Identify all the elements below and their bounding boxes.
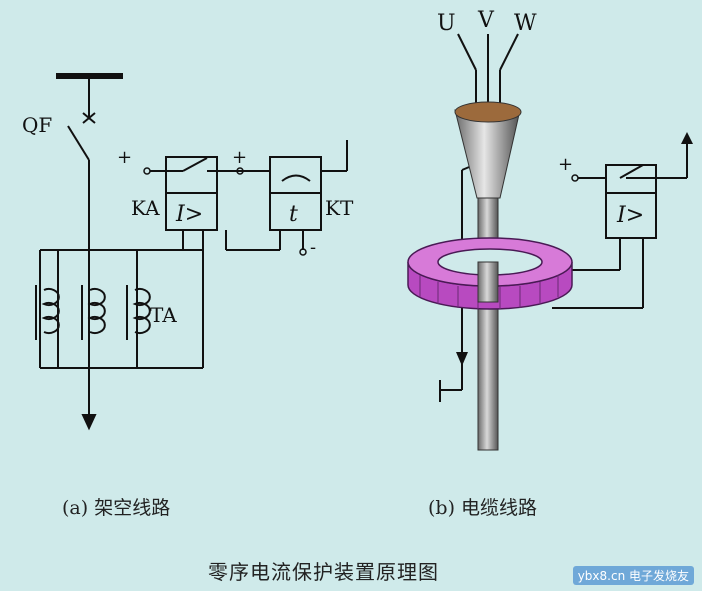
- kt-minus-sign: -: [310, 237, 316, 258]
- relay-plus-sign: +: [558, 154, 573, 175]
- kt-plus-terminal: [236, 167, 244, 175]
- ct-coil-3: [132, 288, 151, 334]
- ka-plus-sign: +: [117, 147, 132, 168]
- kt-label: KT: [325, 196, 354, 220]
- overhead-line-diagram: [39, 73, 348, 431]
- kt-minus-terminal: [299, 248, 307, 256]
- relay-current-symbol: I>: [616, 203, 644, 228]
- ct-coil-1: [41, 288, 60, 334]
- watermark-logo: ybx8.cn 电子发烧友: [572, 566, 694, 585]
- breaker-blade: [67, 125, 90, 161]
- cable-cone: [454, 109, 521, 199]
- ka-label: KA: [131, 196, 160, 220]
- caption-overhead-line: (a) 架空线路: [62, 497, 171, 519]
- feeder-arrow: [81, 414, 97, 431]
- caption-cable-line: (b) 电缆线路: [428, 497, 538, 519]
- ka-plus-terminal: [143, 167, 151, 175]
- phase-u-label: U: [437, 11, 456, 36]
- page-title: 零序电流保护装置原理图: [208, 560, 439, 584]
- ct-coil-2: [87, 288, 106, 334]
- kt-delay-contact: [281, 174, 311, 182]
- phase-w-label: W: [514, 11, 537, 36]
- kt-time-symbol: t: [289, 202, 298, 227]
- kt-plus-sign: +: [232, 147, 247, 168]
- ka-current-symbol: I>: [175, 202, 203, 227]
- output-arrow: [681, 132, 693, 144]
- zero-sequence-relay: [605, 164, 657, 239]
- cable: [477, 189, 499, 451]
- cable-head-top: [454, 101, 522, 123]
- ground-arrow: [456, 352, 468, 366]
- cable-line-diagram: [439, 33, 688, 402]
- relay-plus-terminal: [571, 174, 579, 182]
- phase-v-label: V: [477, 8, 495, 33]
- qf-label: QF: [22, 113, 52, 137]
- ta-label: TA: [150, 303, 177, 327]
